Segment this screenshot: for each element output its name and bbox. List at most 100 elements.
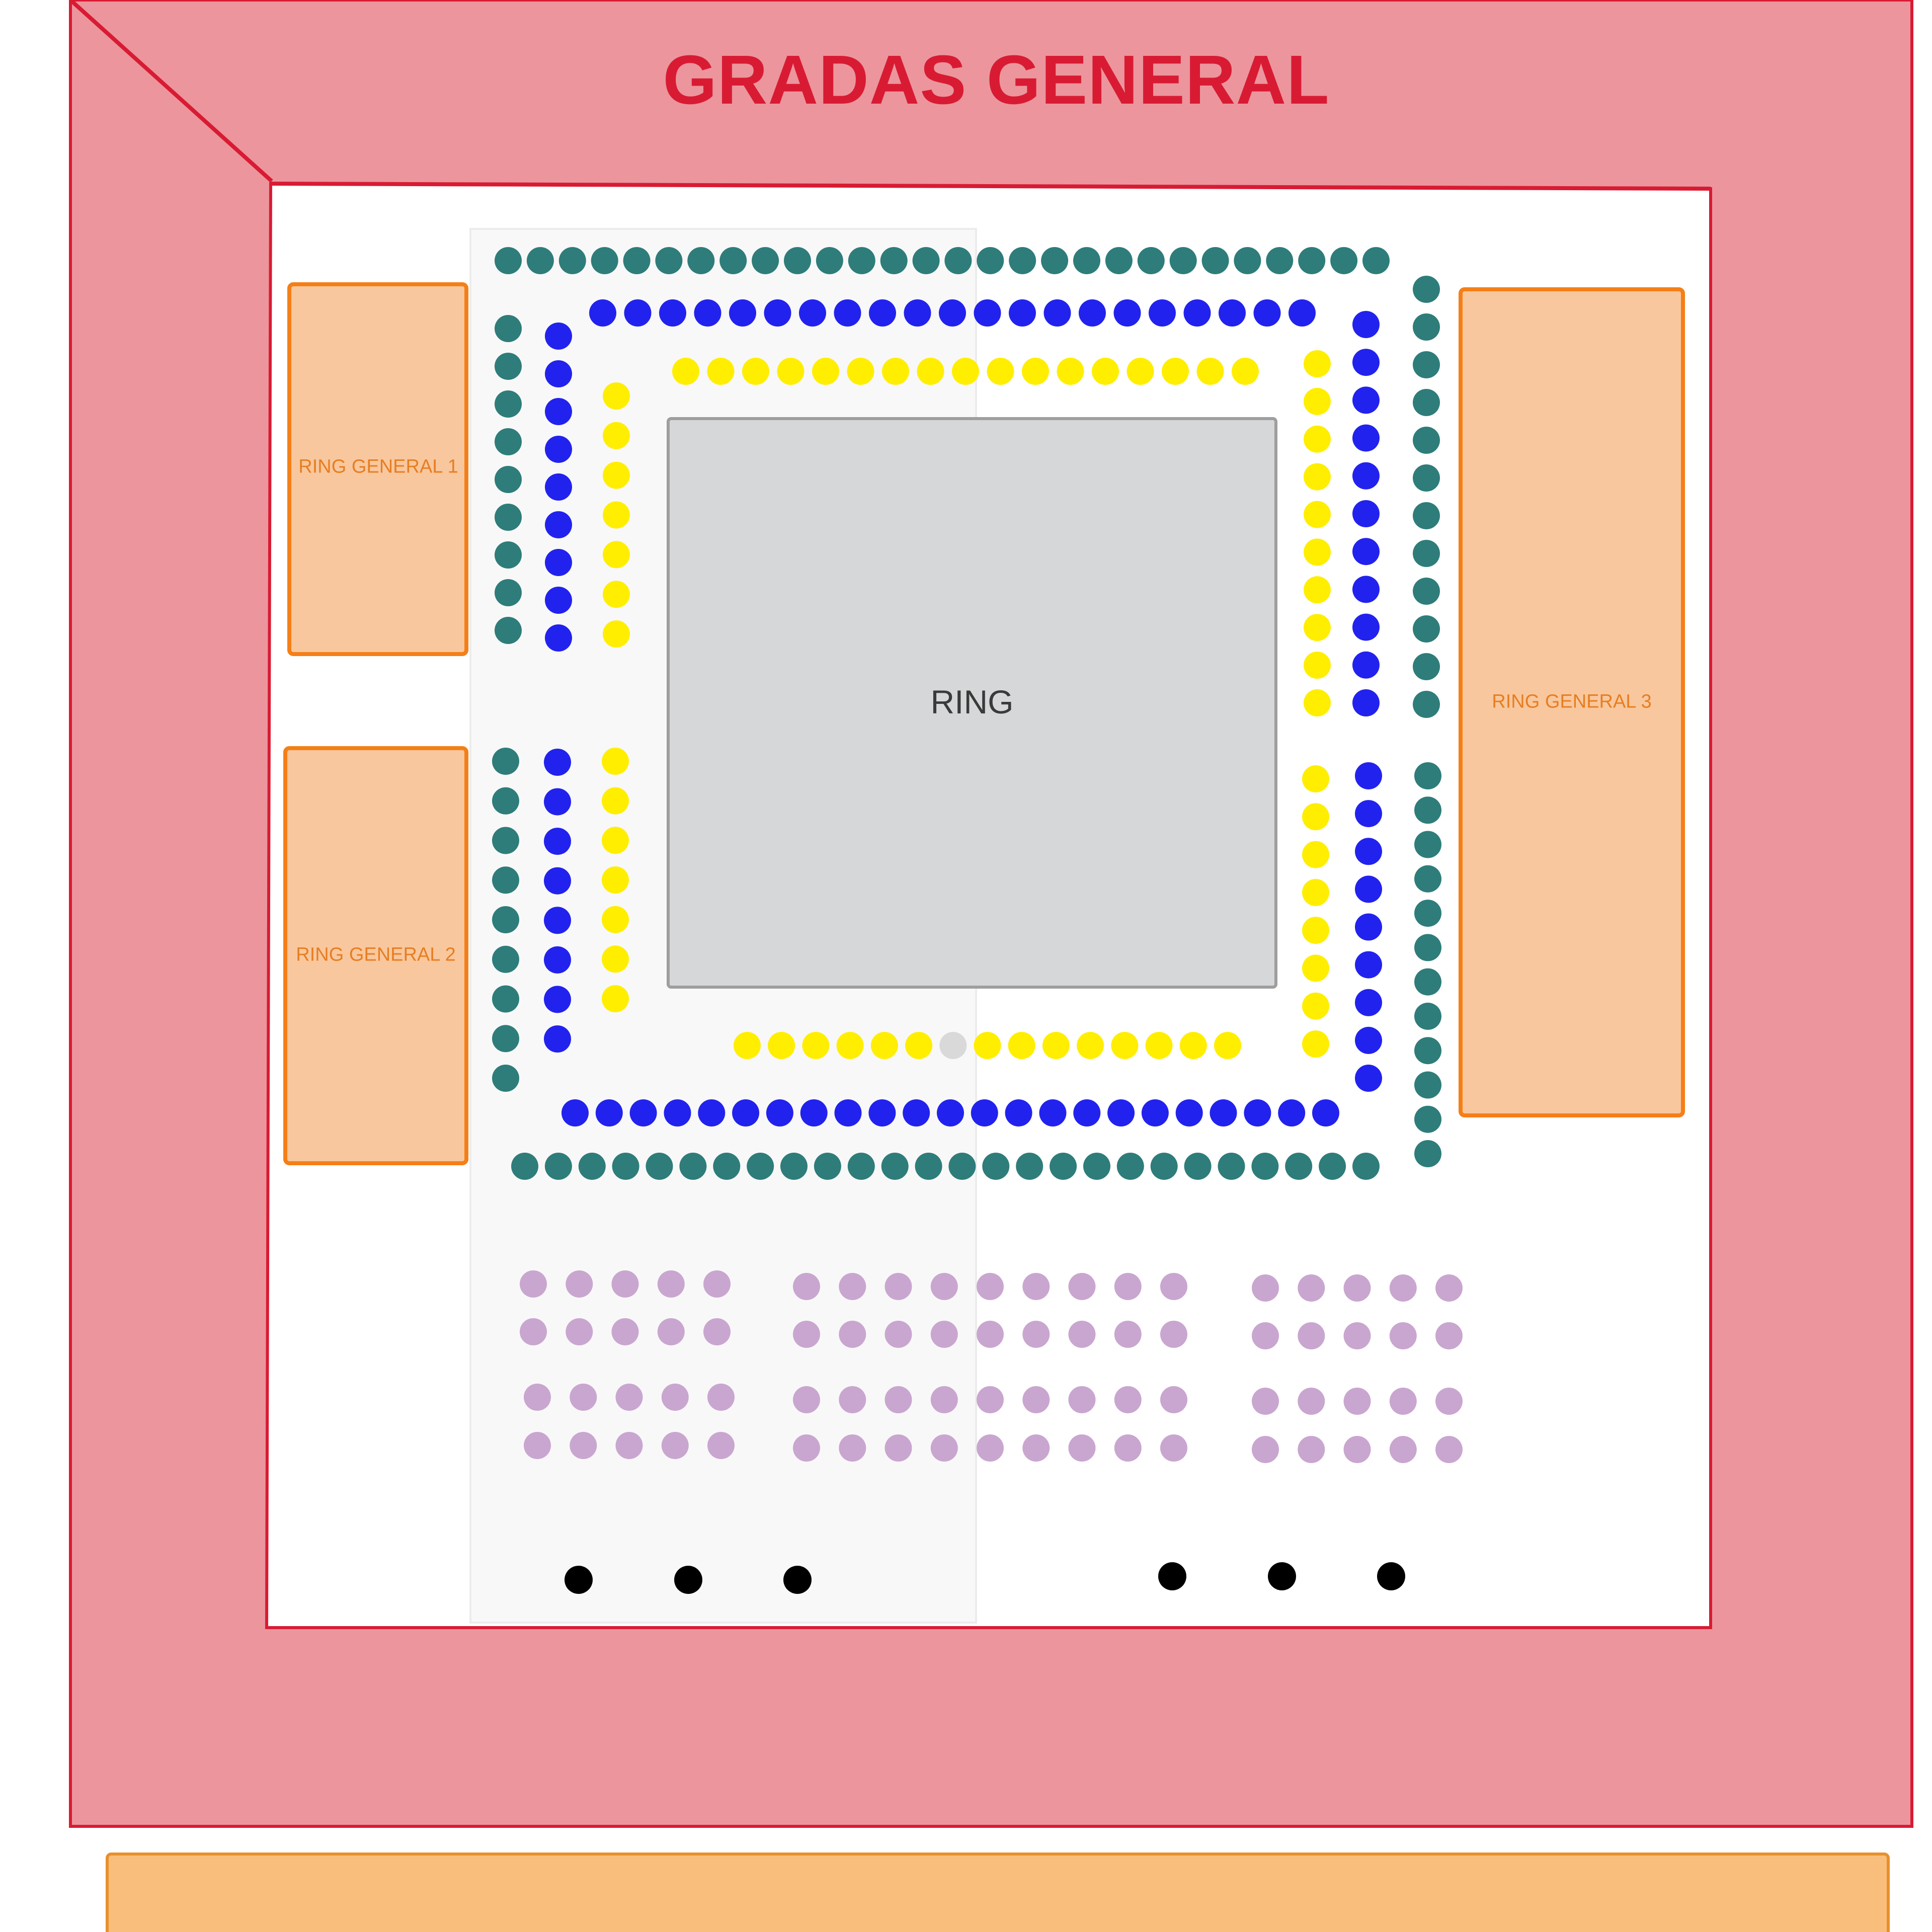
seat-teal[interactable] <box>495 504 522 531</box>
seat-yellow[interactable] <box>603 422 630 449</box>
seat-yellow[interactable] <box>1304 350 1331 377</box>
seat-blue[interactable] <box>937 1099 964 1126</box>
seat-lilac[interactable] <box>520 1318 547 1345</box>
seat-blue[interactable] <box>869 299 896 327</box>
seat-lilac[interactable] <box>977 1386 1004 1413</box>
seat-lilac[interactable] <box>703 1270 731 1298</box>
seat-teal[interactable] <box>687 247 715 274</box>
seat-teal[interactable] <box>492 787 519 815</box>
seat-blue[interactable] <box>544 788 571 816</box>
seat-yellow[interactable] <box>952 358 979 385</box>
seat-teal[interactable] <box>1414 1037 1441 1065</box>
seat-lilac[interactable] <box>611 1270 639 1298</box>
seat-teal[interactable] <box>612 1153 639 1180</box>
seat-blue[interactable] <box>545 511 572 538</box>
seat-teal[interactable] <box>1330 247 1358 274</box>
seat-teal[interactable] <box>1266 247 1294 274</box>
seat-lilac[interactable] <box>1022 1386 1050 1413</box>
seat-blue[interactable] <box>544 1025 571 1053</box>
seat-blue[interactable] <box>1210 1099 1237 1126</box>
seat-lilac[interactable] <box>1068 1434 1096 1462</box>
seat-blue[interactable] <box>544 986 571 1013</box>
seat-blue[interactable] <box>545 436 572 463</box>
seat-blue[interactable] <box>971 1099 998 1126</box>
seat-lilac[interactable] <box>661 1432 689 1459</box>
seat-lilac[interactable] <box>884 1434 912 1462</box>
seat-teal[interactable] <box>492 866 519 894</box>
seat-yellow[interactable] <box>905 1032 933 1059</box>
seat-yellow[interactable] <box>602 866 629 894</box>
seat-lilac[interactable] <box>1114 1434 1142 1462</box>
seat-teal[interactable] <box>915 1153 942 1180</box>
seat-yellow[interactable] <box>602 787 629 815</box>
seat-lilac[interactable] <box>977 1434 1004 1462</box>
seat-blue[interactable] <box>1073 1099 1101 1126</box>
seat-yellow[interactable] <box>870 1032 898 1059</box>
seat-teal[interactable] <box>495 353 522 380</box>
seat-lilac[interactable] <box>1298 1274 1325 1302</box>
seat-yellow[interactable] <box>1126 358 1154 385</box>
seat-blue[interactable] <box>800 1099 828 1126</box>
seat-blue[interactable] <box>629 1099 657 1126</box>
seat-teal[interactable] <box>944 247 972 274</box>
seat-lilac[interactable] <box>1389 1436 1417 1463</box>
seat-teal[interactable] <box>679 1153 707 1180</box>
seat-blue[interactable] <box>1352 500 1380 527</box>
seat-blue[interactable] <box>545 360 572 387</box>
seat-teal[interactable] <box>578 1153 606 1180</box>
seat-lilac[interactable] <box>657 1270 685 1298</box>
seat-lilac[interactable] <box>615 1432 643 1459</box>
seat-blue[interactable] <box>544 749 571 776</box>
seat-lilac[interactable] <box>1298 1388 1325 1415</box>
seat-black[interactable] <box>783 1566 812 1594</box>
seat-teal[interactable] <box>492 748 519 775</box>
seat-teal[interactable] <box>1414 1105 1441 1133</box>
seat-teal[interactable] <box>544 1153 572 1180</box>
seat-lilac[interactable] <box>1389 1322 1417 1349</box>
seat-teal[interactable] <box>495 579 522 606</box>
seat-blue[interactable] <box>1043 299 1071 327</box>
seat-lilac[interactable] <box>1068 1386 1096 1413</box>
seat-blue[interactable] <box>545 624 572 652</box>
seat-yellow[interactable] <box>1302 841 1329 868</box>
seat-lilac[interactable] <box>1160 1321 1187 1348</box>
seat-blue[interactable] <box>1289 299 1316 327</box>
seat-lilac[interactable] <box>793 1434 820 1462</box>
seat-teal[interactable] <box>646 1153 673 1180</box>
seat-lilac[interactable] <box>1252 1322 1279 1349</box>
seat-yellow[interactable] <box>1092 358 1119 385</box>
seat-lilac[interactable] <box>1022 1321 1050 1348</box>
seat-lilac[interactable] <box>930 1321 958 1348</box>
seat-lilac[interactable] <box>884 1321 912 1348</box>
seat-lilac[interactable] <box>1114 1321 1142 1348</box>
seat-yellow[interactable] <box>1304 425 1331 453</box>
seat-lilac[interactable] <box>1435 1322 1463 1349</box>
seat-yellow[interactable] <box>882 358 909 385</box>
seat-teal[interactable] <box>1285 1153 1313 1180</box>
seat-blue[interactable] <box>1352 613 1380 641</box>
seat-lilac[interactable] <box>1343 1388 1371 1415</box>
ring-general-2-section[interactable] <box>283 746 468 1165</box>
seat-blue[interactable] <box>545 323 572 350</box>
seat-teal[interactable] <box>816 247 843 274</box>
seat-teal[interactable] <box>1413 389 1440 416</box>
seat-teal[interactable] <box>1234 247 1261 274</box>
seat-teal[interactable] <box>1413 691 1440 718</box>
seat-yellow[interactable] <box>1111 1032 1139 1059</box>
seat-yellow[interactable] <box>742 358 769 385</box>
seat-yellow[interactable] <box>1179 1032 1207 1059</box>
seat-lilac[interactable] <box>1252 1388 1279 1415</box>
seat-yellow[interactable] <box>1042 1032 1070 1059</box>
seat-yellow[interactable] <box>603 461 630 489</box>
seat-blue[interactable] <box>664 1099 691 1126</box>
seat-teal[interactable] <box>784 247 811 274</box>
seat-lilac[interactable] <box>524 1432 551 1459</box>
seat-lilac[interactable] <box>839 1386 866 1413</box>
seat-teal[interactable] <box>495 617 522 644</box>
seat-yellow[interactable] <box>1302 992 1329 1020</box>
seat-yellow[interactable] <box>602 945 629 973</box>
seat-teal[interactable] <box>1362 247 1390 274</box>
seat-yellow[interactable] <box>1304 576 1331 604</box>
seat-blue[interactable] <box>545 587 572 614</box>
seat-blue[interactable] <box>1352 576 1380 603</box>
